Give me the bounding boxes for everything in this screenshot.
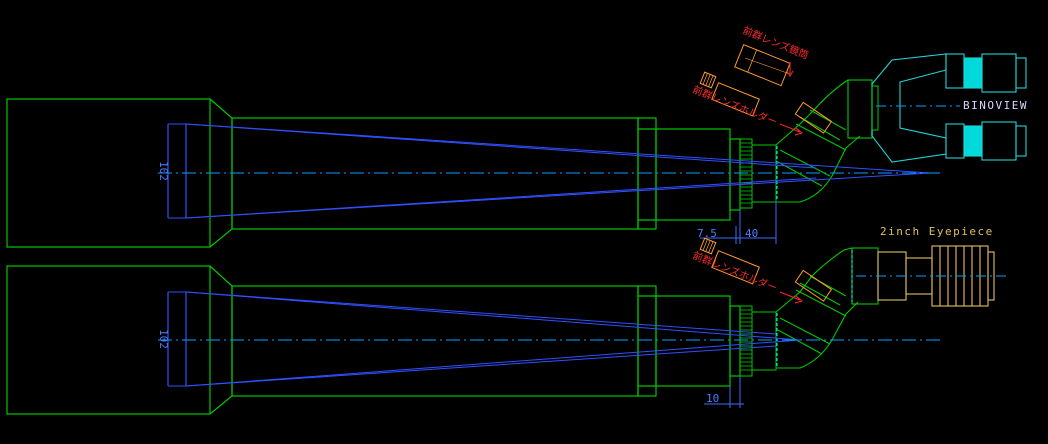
bottom-dim-lines	[704, 376, 744, 408]
bottom-lens-holder-callout: 前群レンズホルダー	[691, 237, 833, 304]
top-aperture-dim: 102	[157, 161, 170, 181]
bottom-main-tube	[637, 285, 741, 397]
top-optical-rays	[185, 123, 931, 219]
top-lens-holder-callout: 前群レンズホルダー	[691, 71, 833, 136]
top-objective-lens	[167, 123, 187, 219]
bottom-telescope-assembly: 102 10 2inch Eyepiece 前群レンズホルダー	[6, 225, 1008, 415]
bottom-aperture-dim: 102	[157, 329, 170, 349]
bottom-lens-holder-label: 前群レンズホルダー	[691, 249, 779, 295]
top-dim-right: 40	[745, 227, 758, 240]
bottom-focuser-ring	[739, 305, 777, 377]
bottom-objective-lens	[167, 291, 187, 387]
top-dim-left: 7.5	[697, 227, 717, 240]
top-lens-housing-label: 前群レンズ鏡筒	[741, 24, 811, 62]
top-binoviewer	[871, 53, 1027, 163]
top-binoview-label: BINOVIEW	[963, 99, 1028, 112]
bottom-optical-rays	[185, 291, 801, 387]
top-diagonal-elbow	[775, 79, 873, 203]
bottom-diagonal-elbow	[775, 247, 879, 369]
top-lens-housing-callout: 前群レンズ鏡筒	[734, 24, 811, 87]
top-telescope-assembly: 102 7.5 40 BINOVIEW 前群レンズ鏡筒	[6, 24, 1028, 248]
bottom-eyepiece-label: 2inch Eyepiece	[880, 225, 994, 238]
top-dim-lines	[700, 200, 777, 244]
top-binoview-lens-cell	[871, 85, 879, 131]
bottom-dim-bottom: 10	[706, 392, 719, 405]
